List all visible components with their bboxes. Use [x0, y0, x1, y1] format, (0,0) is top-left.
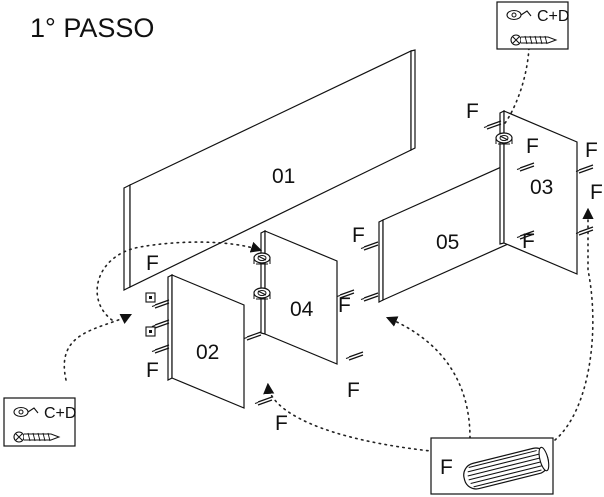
cam-lock-icon — [506, 9, 532, 21]
panel-04-label: 04 — [290, 298, 314, 321]
panel-05-label: 05 — [436, 231, 459, 254]
panel-01: 01 — [123, 49, 416, 291]
legend-bottom: C+D — [3, 397, 76, 447]
panel-03: 03 — [499, 110, 578, 275]
panel-03-label: 03 — [530, 176, 553, 199]
cam-locks — [145, 132, 513, 337]
f-label: F — [275, 412, 288, 435]
f-label: F — [146, 252, 159, 275]
screw-icon — [510, 34, 558, 46]
legend-bottom-label: C+D — [44, 405, 76, 422]
legend-top: C+D — [496, 1, 569, 50]
legend-top-label: C+D — [537, 8, 569, 25]
wooden-dowel-icon — [463, 446, 550, 490]
step-title: 1° PASSO — [30, 13, 154, 43]
dotted-arrows — [63, 47, 594, 453]
cam-lock-icon — [13, 406, 39, 418]
panel-04: 04 — [260, 230, 338, 365]
f-label: F — [585, 139, 598, 162]
f-label: F — [352, 224, 365, 247]
f-label: F — [466, 100, 479, 123]
f-label: F — [347, 379, 360, 402]
panel-01-label: 01 — [272, 165, 295, 188]
panel-02: 02 — [167, 274, 245, 409]
dowel-box: F — [430, 437, 554, 495]
f-label: F — [590, 181, 603, 204]
f-label: F — [522, 230, 535, 253]
f-label: F — [146, 359, 159, 382]
panel-02-label: 02 — [196, 341, 219, 364]
f-label: F — [526, 135, 539, 158]
f-label: F — [338, 294, 351, 317]
screw-icon — [13, 431, 61, 443]
fitting-labels: F F F F F F F F F F F — [146, 100, 603, 435]
dowel-box-label: F — [440, 456, 453, 479]
